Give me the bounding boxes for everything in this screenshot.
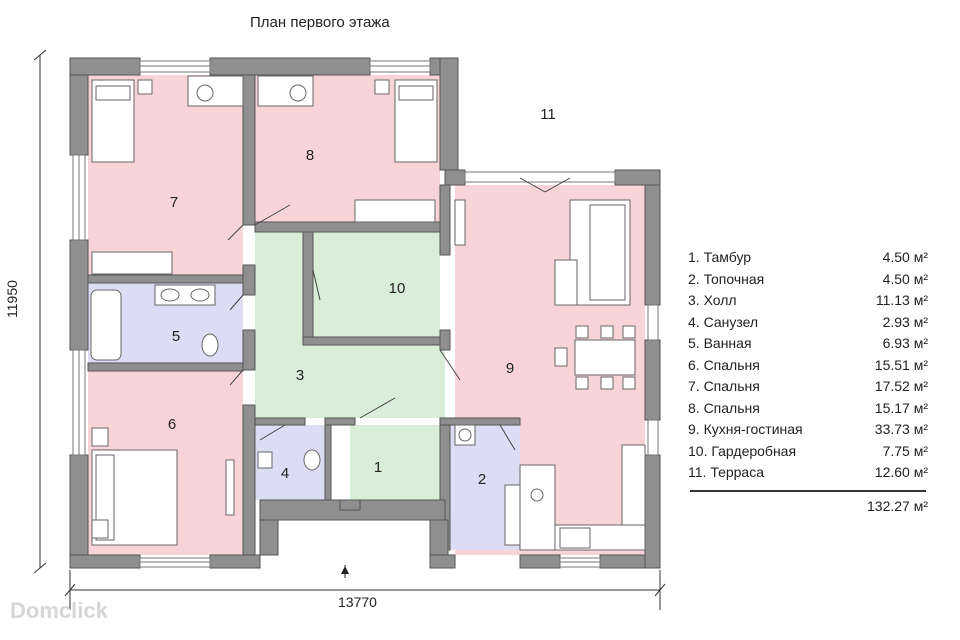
dimension-width: 13770 xyxy=(338,594,377,610)
legend-label: 2. Топочная xyxy=(688,270,765,287)
legend-row: 6. Спальня 15.51 м² xyxy=(688,355,928,377)
room-number-6: 6 xyxy=(168,416,176,433)
legend-label: 10. Гардеробная xyxy=(688,442,797,459)
walls xyxy=(69,57,661,569)
legend-label: 11. Терраса xyxy=(688,464,765,480)
wardrobe-7 xyxy=(91,251,173,275)
legend-row: 1. Тамбур 4.50 м² xyxy=(688,247,928,269)
total-area: 132.27 м² xyxy=(867,497,928,514)
kitchen-counter xyxy=(519,464,556,551)
room-number-5: 5 xyxy=(172,328,180,345)
legend-label: 5. Ванная xyxy=(688,335,752,351)
room-10-fill xyxy=(310,232,440,337)
room-number-11: 11 xyxy=(540,106,556,123)
entrance-marker xyxy=(341,565,349,578)
legend-row: 11. Терраса 12.60 м² xyxy=(688,462,928,484)
legend-area: 6.93 м² xyxy=(882,335,928,351)
toilet-5 xyxy=(201,333,219,357)
legend-area: 4.50 м² xyxy=(882,270,928,287)
legend-label: 7. Спальня xyxy=(688,378,760,394)
tv-9 xyxy=(454,199,466,246)
wardrobe-8 xyxy=(354,199,436,223)
room-number-7: 7 xyxy=(170,194,178,211)
dimension-lines xyxy=(33,49,666,610)
legend-area: 2.93 м² xyxy=(882,313,928,330)
room-1-fill xyxy=(350,425,440,500)
coffee-table xyxy=(554,259,578,306)
room-number-2: 2 xyxy=(478,471,486,488)
windows xyxy=(72,60,659,568)
legend-area: 33.73 м² xyxy=(874,421,928,437)
tv-6 xyxy=(225,459,235,516)
plan-title: План первого этажа xyxy=(250,14,390,31)
legend-label: 1. Тамбур xyxy=(688,249,752,265)
legend-label: 3. Холл xyxy=(688,292,737,308)
legend-row: 10. Гардеробная 7.75 м² xyxy=(688,441,928,463)
legend-row: 3. Холл 11.13 м² xyxy=(688,290,928,312)
furniture xyxy=(90,75,646,551)
legend-area: 12.60 м² xyxy=(874,464,928,480)
watermark-logo: Domclick xyxy=(10,598,108,623)
legend-area: 15.51 м² xyxy=(874,356,928,373)
room-number-1: 1 xyxy=(374,459,382,476)
area-legend: 1. Тамбур 4.50 м² 2. Топочная 4.50 м² 3. Х… xyxy=(688,247,928,514)
legend-area: 15.17 м² xyxy=(874,399,928,416)
desk-7 xyxy=(187,75,244,107)
room-number-4: 4 xyxy=(281,465,289,482)
dining-table xyxy=(574,339,636,376)
room-number-10: 10 xyxy=(389,280,406,297)
legend-row: 7. Спальня 17.52 м² xyxy=(688,376,928,398)
kitchen-sink xyxy=(559,527,591,549)
legend-row: 8. Спальня 15.17 м² xyxy=(688,398,928,420)
room-number-9: 9 xyxy=(506,360,514,377)
legend-area: 4.50 м² xyxy=(882,249,928,265)
stove-icon xyxy=(530,488,544,502)
legend-label: 8. Спальня xyxy=(688,399,760,416)
room-numbers: 1 2 3 4 5 6 7 8 9 10 11 xyxy=(168,106,556,488)
legend-row: 9. Кухня-гостиная 33.73 м² xyxy=(688,419,928,441)
toilet-4 xyxy=(303,449,321,471)
legend-area: 7.75 м² xyxy=(882,442,928,459)
legend-divider xyxy=(690,489,926,492)
legend-row: 5. Ванная 6.93 м² xyxy=(688,333,928,355)
legend-area: 17.52 м² xyxy=(874,378,928,394)
door-swings xyxy=(227,177,571,451)
dimension-height: 11950 xyxy=(4,280,20,318)
legend-label: 6. Спальня xyxy=(688,356,760,373)
legend-label: 9. Кухня-гостиная xyxy=(688,421,803,437)
bathtub xyxy=(90,289,122,361)
legend-area: 11.13 м² xyxy=(875,292,928,308)
legend-label: 4. Санузел xyxy=(688,313,759,330)
legend-row: 2. Топочная 4.50 м² xyxy=(688,269,928,291)
legend-row: 4. Санузел 2.93 м² xyxy=(688,312,928,334)
room-number-8: 8 xyxy=(306,147,314,164)
room-number-3: 3 xyxy=(296,367,304,384)
